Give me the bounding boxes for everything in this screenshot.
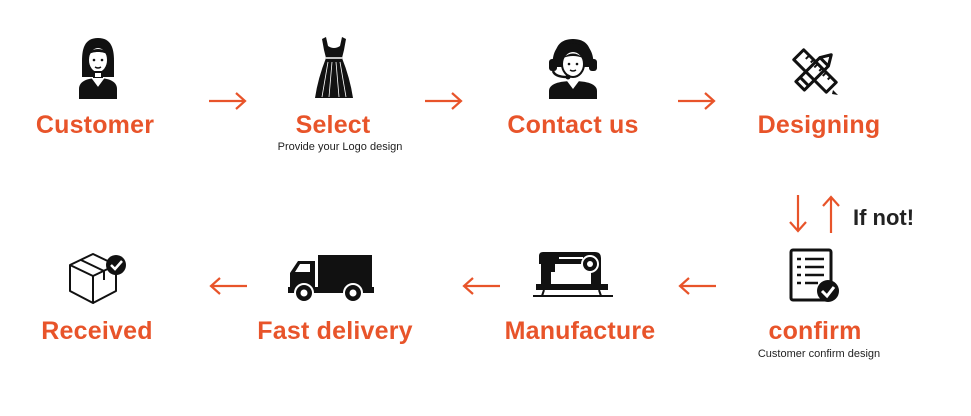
step-sub-confirm: Customer confirm design [757,348,881,360]
truck-icon [288,255,374,303]
arrow-right-icon [678,92,716,110]
pencil-ruler-icon [792,48,838,95]
step-label-customer: Customer [35,111,155,139]
step-sub-select: Provide your Logo design [277,141,403,153]
arrow-down-icon [789,195,807,233]
checklist-icon [789,248,839,302]
step-label-confirm: confirm [768,317,862,345]
sewing-machine-icon [533,252,613,297]
arrow-left-icon [209,277,247,295]
step-label-designing: Designing [757,111,881,139]
arrow-right-icon [209,92,247,110]
step-label-select: Select [295,111,371,139]
step-label-delivery: Fast delivery [257,317,413,345]
arrow-up-icon [822,195,840,233]
arrow-left-icon [678,277,716,295]
loop-note: If not! [853,205,915,230]
dress-icon [315,37,353,98]
support-agent-icon [549,39,597,99]
box-check-icon [69,253,126,304]
step-label-manufacture: Manufacture [504,317,656,345]
step-label-contact: Contact us [507,111,639,139]
arrow-right-icon [425,92,463,110]
step-label-received: Received [41,317,153,345]
arrow-left-icon [462,277,500,295]
woman-icon [79,38,117,99]
